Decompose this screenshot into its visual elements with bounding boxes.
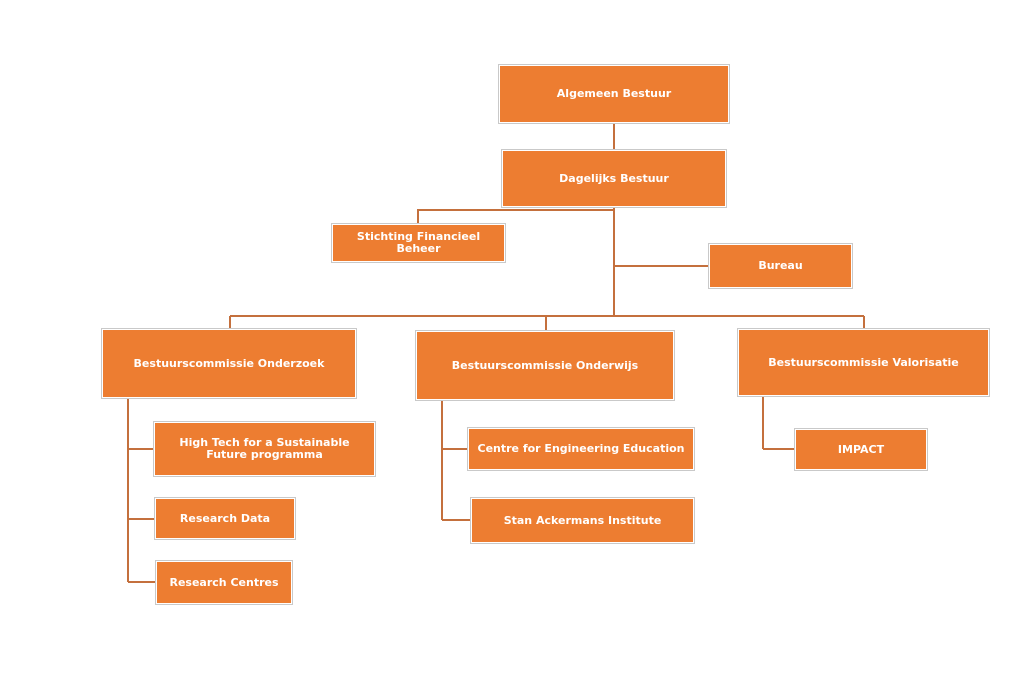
node-bestuurscommissie-valorisatie: Bestuurscommissie Valorisatie <box>737 328 990 397</box>
node-bestuurscommissie-onderzoek: Bestuurscommissie Onderzoek <box>101 328 357 399</box>
node-dagelijks-bestuur: Dagelijks Bestuur <box>501 149 727 208</box>
node-bureau: Bureau <box>708 243 853 289</box>
node-impact: IMPACT <box>794 428 928 471</box>
node-centre-for-engineering-education: Centre for Engineering Education <box>467 427 695 471</box>
connector-stichting <box>417 209 614 224</box>
node-research-centres: Research Centres <box>155 560 293 605</box>
node-stan-ackermans-institute: Stan Ackermans Institute <box>470 497 695 544</box>
node-algemeen-bestuur: Algemeen Bestuur <box>498 64 730 124</box>
node-research-data: Research Data <box>154 497 296 540</box>
node-bestuurscommissie-onderwijs: Bestuurscommissie Onderwijs <box>415 330 675 401</box>
node-stichting-financieel-beheer: Stichting Financieel Beheer <box>331 223 506 263</box>
node-high-tech-programma: High Tech for a Sustainable Future progr… <box>153 421 376 477</box>
